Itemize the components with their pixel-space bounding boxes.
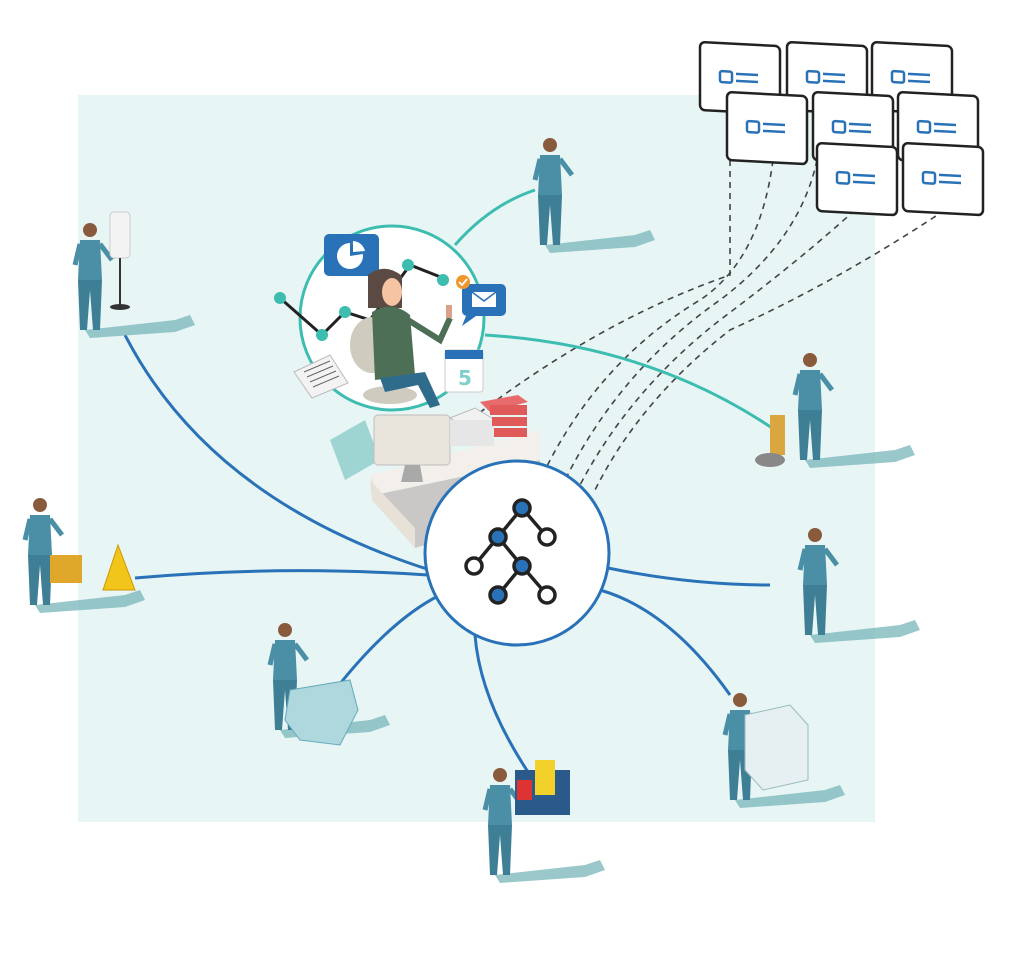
- profile-cards: [698, 41, 985, 217]
- binders: [480, 395, 528, 437]
- mail-icon: [462, 284, 506, 326]
- trend-line-icon: [274, 259, 449, 341]
- pie-chart-icon: [324, 234, 379, 276]
- profile-card-icon: [725, 91, 809, 166]
- worker-reading-tablet: [797, 528, 920, 643]
- monitor: [373, 414, 451, 466]
- lamp: [109, 211, 131, 310]
- check-badge-icon: [456, 275, 470, 289]
- cleaning-cart: [515, 760, 570, 815]
- shadow: [545, 230, 655, 253]
- worker-floor-polisher: [792, 353, 915, 468]
- calendar-day: 5: [458, 366, 472, 390]
- sink-counter: [744, 704, 809, 791]
- wet-floor-sign: [50, 543, 136, 591]
- hub-connection-lines: [123, 334, 771, 776]
- document-icon: [293, 354, 349, 399]
- shadow: [85, 315, 195, 338]
- card-connector-lines: [469, 159, 946, 491]
- worker-dusting-lamp: [72, 223, 195, 338]
- calendar-icon: 5: [444, 349, 484, 393]
- profile-card-icon: [901, 142, 985, 217]
- worker-mopping-with-wet-floor-sign: [22, 498, 145, 613]
- worker-mopping-with-cart: [482, 768, 605, 883]
- hub-circle: [423, 459, 611, 647]
- shadow: [805, 445, 915, 468]
- manager-person: [350, 268, 453, 408]
- paper-stack: [448, 407, 497, 446]
- laundry-cart: [284, 679, 359, 746]
- floor-polisher: [755, 415, 785, 467]
- shadow: [735, 785, 845, 808]
- manager-connection-lines: [453, 188, 776, 432]
- shadow: [810, 620, 920, 643]
- worker-reading-tablet: [532, 138, 655, 253]
- shadow: [495, 860, 605, 883]
- shadow: [35, 590, 145, 613]
- workers: [22, 138, 920, 883]
- tree-hierarchy-icon: [464, 498, 557, 605]
- profile-card-icon: [815, 142, 899, 217]
